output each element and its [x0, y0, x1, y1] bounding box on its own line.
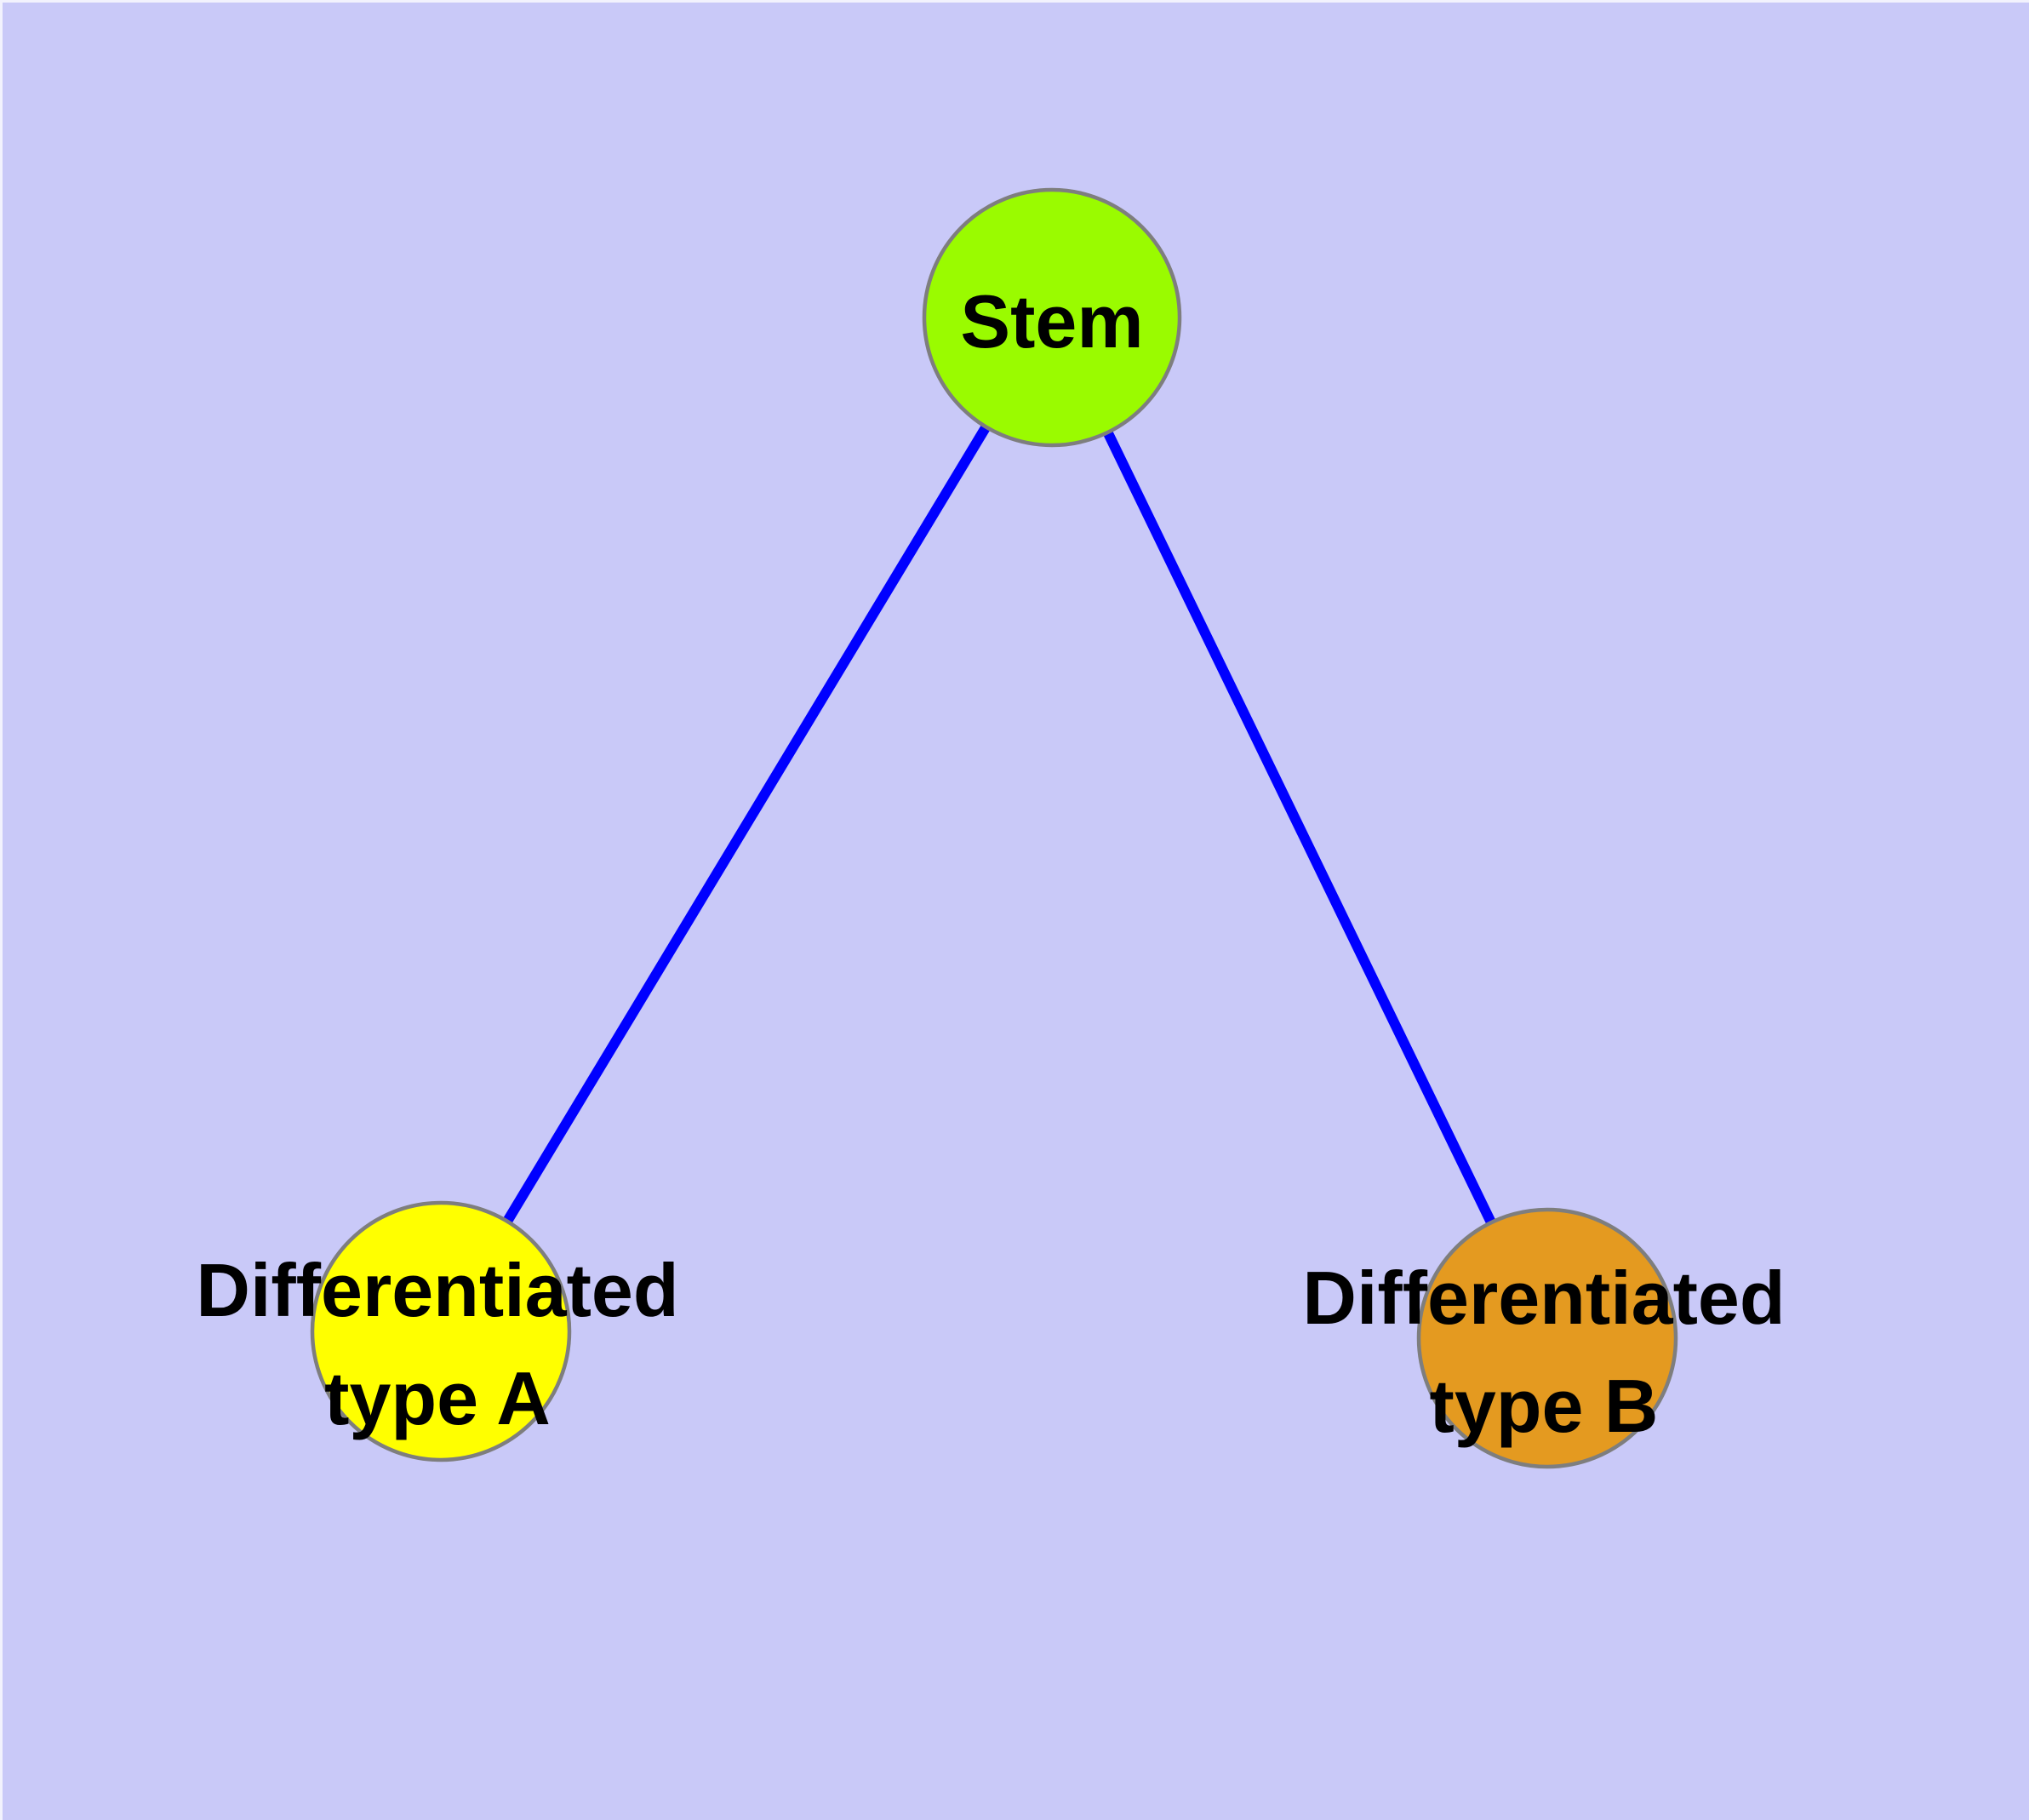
edge-stem-to-type-b — [1047, 315, 1552, 1341]
node-differentiated-type-b-circle — [1416, 1207, 1678, 1469]
node-stem-label: Stem — [960, 279, 1143, 363]
node-differentiated-type-a-label-line2: type A — [324, 1356, 551, 1440]
node-differentiated-type-b-label-line1: Differentiated — [1302, 1256, 1785, 1340]
node-stem-circle — [922, 187, 1182, 448]
node-differentiated-type-a-label-line1: Differentiated — [196, 1248, 678, 1332]
node-differentiated-type-a-circle — [310, 1200, 572, 1462]
edge-stem-to-type-a — [436, 314, 1057, 1335]
node-differentiated-type-b-label-line2: type B — [1430, 1364, 1659, 1448]
